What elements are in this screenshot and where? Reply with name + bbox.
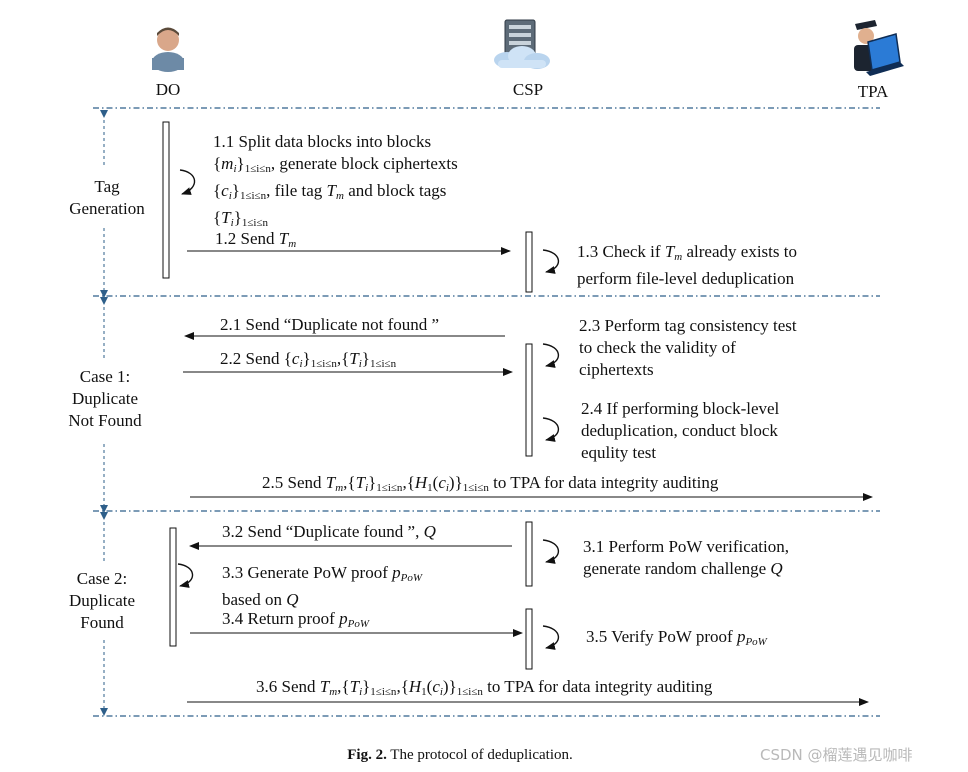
step-3-6-label: 3.6 Send Tm,{Ti}1≤i≤n,{H1(ci)}1≤i≤n to T… [256, 677, 713, 698]
step-2-3-label: 2.3 Perform tag consistency test to chec… [579, 315, 797, 381]
phase-dividers [93, 107, 880, 717]
step-line: 3.1 Perform PoW verification, [583, 537, 790, 556]
step-3-1-label: 3.1 Perform PoW verification, generate r… [583, 536, 789, 580]
phase-case2: Case 2: Duplicate Found [47, 568, 157, 634]
phase-case1: Case 1: Duplicate Not Found [50, 366, 160, 432]
actor-tpa-label: TPA [857, 82, 889, 101]
auditor-laptop-icon [854, 20, 904, 76]
step-line: {mi}1≤i≤n, generate block ciphertexts [213, 154, 458, 175]
self-process-arrows [177, 169, 560, 650]
step-line: 1.1 Split data blocks into blocks [213, 132, 432, 151]
step-3-4-label: 3.4 Return proof pPoW [222, 609, 369, 630]
step-3-2-label: 3.2 Send “Duplicate found ”, Q [222, 522, 436, 541]
step-1-3-label: 1.3 Check if Tm already exists to perfor… [577, 241, 797, 290]
caption-text: The protocol of deduplication. [386, 747, 573, 763]
step-3-3-label: 3.3 Generate PoW proof pPoW based on Q [222, 562, 422, 611]
step-2-2-label: 2.2 Send {ci}1≤i≤n,{Ti}1≤i≤n [220, 349, 397, 370]
step-line: ciphertexts [579, 360, 654, 379]
caption-label: Fig. 2. [347, 747, 387, 763]
step-1-1-label: 1.1 Split data blocks into blocks {mi}1≤… [213, 131, 458, 234]
phase-line: Duplicate [71, 389, 139, 408]
phase-line: Generation [69, 199, 145, 218]
step-1-2-label: 1.2 Send Tm [215, 229, 297, 250]
actor-csp-label: CSP [512, 80, 544, 99]
phase-line: Case 2: [76, 569, 128, 588]
step-line: 1.3 Check if Tm already exists to [577, 242, 797, 263]
cloud-server-icon [494, 19, 550, 69]
message-arrows [183, 247, 873, 706]
activation-bars [162, 121, 533, 670]
phase-line: Not Found [68, 411, 142, 430]
step-line: 2.4 If performing block-level [581, 399, 780, 418]
step-3-5-label: 3.5 Verify PoW proof pPoW [586, 627, 767, 648]
step-2-1-label: 2.1 Send “Duplicate not found ” [220, 315, 440, 334]
step-2-4-label: 2.4 If performing block-level deduplicat… [581, 398, 779, 464]
step-2-5-label: 2.5 Send Tm,{Ti}1≤i≤n,{H1(ci)}1≤i≤n to T… [262, 473, 719, 494]
step-line: to check the validity of [579, 338, 736, 357]
step-line: generate random challenge Q [583, 559, 783, 578]
actor-do-label: DO [155, 80, 181, 99]
phase-line: Found [80, 613, 124, 632]
watermark-text: CSDN @榴莲遇见咖啡 [760, 746, 913, 764]
phase-tag-generation: Tag Generation [52, 176, 162, 220]
step-line: equlity test [581, 443, 657, 462]
step-line: 3.3 Generate PoW proof pPoW [222, 563, 422, 584]
step-line: {Ti}1≤i≤n [213, 208, 269, 229]
figure-caption: Fig. 2. The protocol of deduplication. [0, 747, 944, 764]
step-line: perform file-level deduplication [577, 269, 795, 288]
phase-line: Case 1: [79, 367, 131, 386]
phase-line: Duplicate [68, 591, 136, 610]
step-line: based on Q [222, 590, 299, 609]
step-line: 2.3 Perform tag consistency test [579, 316, 797, 335]
person-avatar-icon [152, 27, 184, 72]
step-line: {ci}1≤i≤n, file tag Tm and block tags [213, 181, 447, 202]
step-line: deduplication, conduct block [581, 421, 778, 440]
phase-line: Tag [94, 177, 120, 196]
